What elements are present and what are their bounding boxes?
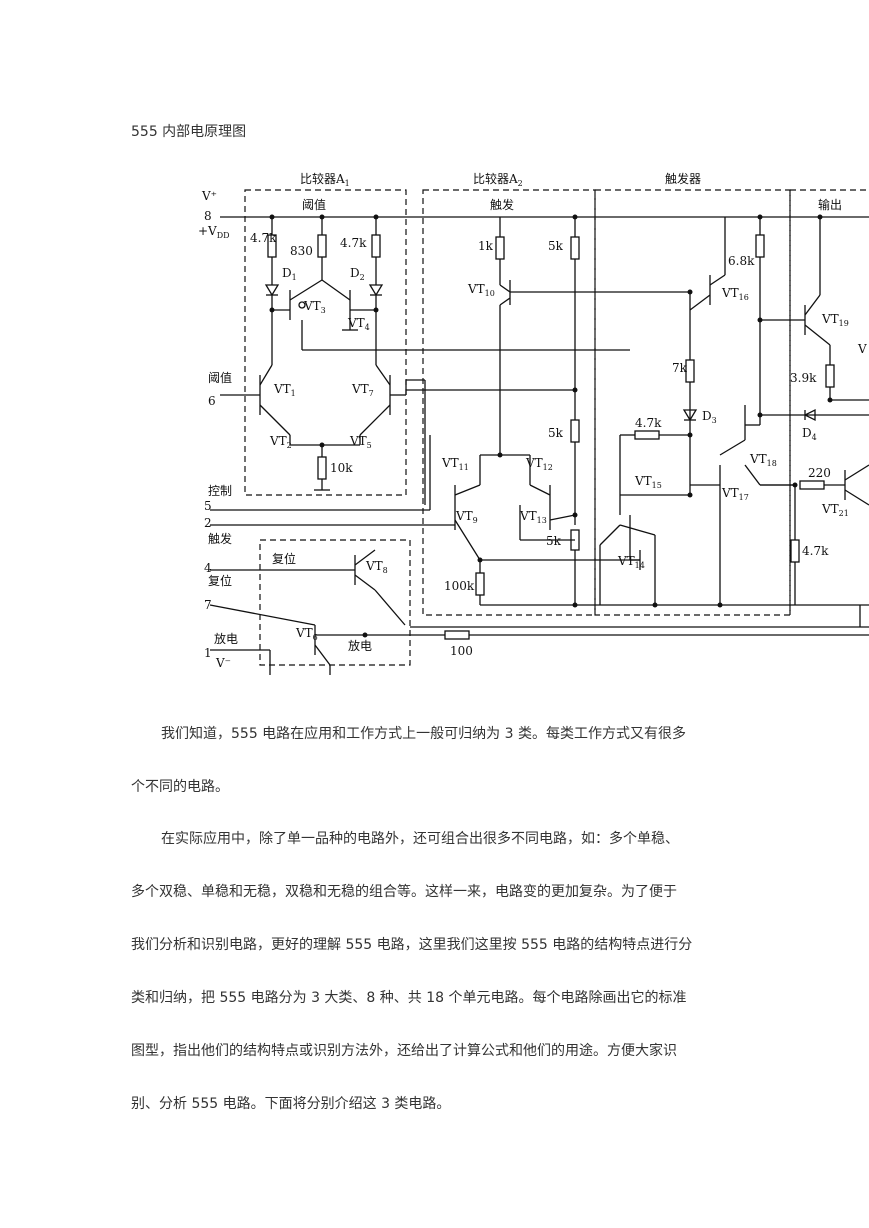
paragraph-line: 我们分析和识别电路，更好的理解 555 电路，这里我们这里按 555 电路的结构… (131, 937, 693, 953)
pin-label: V⁻ (215, 656, 231, 670)
transistor-label: VT17 (721, 486, 749, 502)
pin-label: V⁺ (201, 189, 217, 203)
paragraph-line: 我们知道，555 电路在应用和工作方式上一般可归纳为 3 类。每类工作方式又有很… (161, 726, 686, 742)
pin-label: +VDD (198, 224, 230, 240)
transistor-label: VT15 (634, 474, 662, 490)
transistor-label: VT10 (467, 282, 495, 298)
page-title: 555 内部电原理图 (131, 124, 247, 140)
section-label: 比较器A1 (300, 171, 350, 188)
transistor-label: V (857, 342, 867, 356)
paragraph-line: 图型，指出他们的结构特点或识别方法外，还给出了计算公式和他们的用途。方便大家识 (131, 1043, 677, 1059)
transistor-label: VT2 (269, 434, 292, 450)
resistor-label: 4.7k (635, 416, 662, 430)
pin-label: 6 (208, 394, 216, 408)
pin-label: 4 (204, 561, 212, 575)
resistor-5k-mid (570, 419, 580, 443)
resistor-label: 3.9k (790, 371, 817, 385)
pin-label: 7 (204, 598, 212, 612)
diode-label: D2 (350, 266, 365, 282)
transistor-label: VT11 (441, 456, 469, 472)
diode-label: D1 (282, 266, 297, 282)
resistor-4.7k-out (790, 539, 800, 563)
diode-d2 (368, 284, 384, 297)
section-label: 触发器 (665, 171, 701, 186)
paragraph-1: 我们知道，555 电路在应用和工作方式上一般可归纳为 3 类。每类工作方式又有很… (131, 708, 741, 814)
resistor-label: 5k (548, 426, 564, 440)
paragraph-2: 在实际应用中，除了单一品种的电路外，还可组合出很多不同电路，如：多个单稳、 多个… (131, 813, 741, 1131)
section-label: 比较器A2 (473, 171, 523, 188)
transistor-label: VT19 (821, 312, 849, 328)
resistor-label: 4.7k (340, 236, 367, 250)
paragraph-line: 在实际应用中，除了单一品种的电路外，还可组合出很多不同电路，如：多个单稳、 (161, 831, 679, 847)
transistor-label: VT16 (721, 286, 749, 302)
resistor-830 (317, 234, 327, 258)
paragraph-line: 类和归纳，把 555 电路分为 3 大类、8 种、共 18 个单元电路。每个电路… (131, 990, 687, 1006)
resistor-4.7k-right (371, 234, 381, 258)
transistor-label: VT6 (295, 626, 318, 642)
transistor-label: VT9 (455, 509, 478, 525)
pin-label: 5 (204, 499, 212, 513)
resistor-label: 830 (290, 244, 313, 258)
diode-d1 (264, 284, 280, 297)
section-boxes (244, 189, 869, 666)
diode-d3 (682, 409, 698, 422)
resistor-label: 5k (546, 534, 562, 548)
resistor-label: 6.8k (728, 254, 755, 268)
section-label: 放电 (348, 638, 372, 653)
paragraph-line: 多个双稳、单稳和无稳，双稳和无稳的组合等。这样一来，电路变的更加复杂。为了便于 (131, 884, 677, 900)
resistor-label: 1k (478, 239, 494, 253)
transistor-label: VT14 (617, 554, 645, 570)
diode-d4 (803, 408, 816, 422)
transistor-label: VT12 (525, 456, 553, 472)
pin-label: 复位 (208, 573, 232, 588)
diode-label: D3 (702, 409, 717, 425)
section-label: 触发 (490, 197, 514, 212)
section-label: 复位 (272, 551, 296, 566)
resistor-label: 7k (672, 361, 688, 375)
resistor-label: 100 (450, 644, 473, 658)
transistor-vt3 (298, 301, 306, 309)
pin-label: 触发 (208, 531, 232, 546)
transistor-label: VT8 (365, 559, 388, 575)
resistor-3.9k (825, 364, 835, 388)
transistor-label: VT1 (273, 382, 296, 398)
transistor-label: VT4 (347, 316, 370, 332)
paragraph-line: 别、分析 555 电路。下面将分别介绍这 3 类电路。 (131, 1096, 451, 1112)
pin-label: 2 (204, 516, 212, 530)
transistor-label: VT18 (749, 452, 777, 468)
pin-label: 控制 (208, 484, 232, 498)
paragraph-line: 个不同的电路。 (131, 779, 229, 795)
diode-label: D4 (802, 426, 817, 442)
transistor-label: VT3 (303, 299, 326, 315)
resistor-100 (444, 630, 470, 640)
resistor-5k-top (570, 236, 580, 260)
resistor-label: 4.7k (802, 544, 829, 558)
resistor-label: 5k (548, 239, 564, 253)
pin-label: 阈值 (208, 370, 232, 385)
resistor-10k (317, 456, 327, 480)
transistor-label: VT13 (519, 509, 547, 525)
resistor-220 (799, 480, 825, 490)
pin-label: 放电 (214, 631, 238, 646)
resistor-label: 100k (444, 579, 475, 593)
pin-label: 1 (204, 646, 212, 660)
section-label: 阈值 (302, 197, 326, 212)
resistor-label: 10k (330, 461, 353, 475)
resistor-1k (495, 236, 505, 260)
pin-label: 8 (204, 209, 212, 223)
resistor-label: 220 (808, 466, 831, 480)
resistor-label: 4.7k (250, 231, 277, 245)
transistor-label: VT21 (821, 502, 849, 518)
resistor-4.7k-ff (634, 430, 660, 440)
transistor-label: VT7 (351, 382, 374, 398)
circuit-schematic: 比较器A1 比较器A2 触发器 阈值 触发 输出 复位 放电 V⁺ 8 +VDD… (198, 171, 869, 675)
transistor-label: VT5 (349, 434, 372, 450)
section-label: 输出 (818, 197, 842, 212)
resistor-100k (475, 572, 485, 596)
resistor-6.8k (755, 234, 765, 258)
resistor-7k (685, 359, 695, 383)
